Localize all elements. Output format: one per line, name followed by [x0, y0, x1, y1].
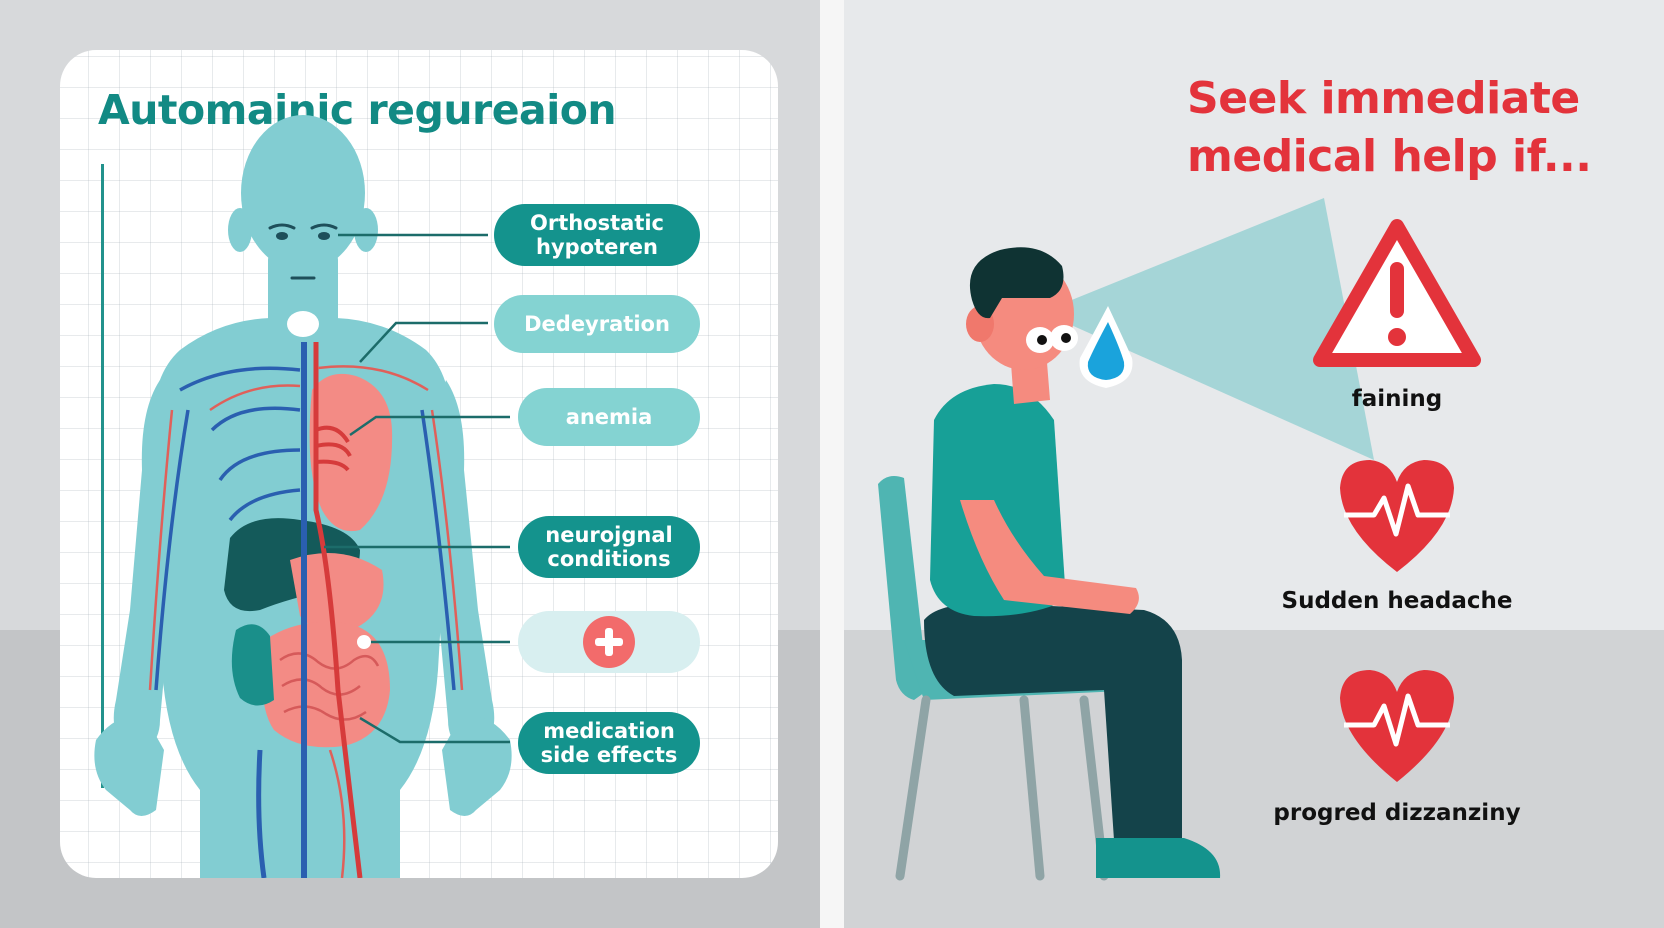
heart-pulse-icon: [1340, 670, 1454, 782]
pill-medication-side-effects: medication side effects: [518, 712, 700, 774]
alert-heading: Seek immediate medical help if...: [1187, 73, 1592, 182]
panel-divider: [820, 0, 844, 928]
card-vertical-line: [101, 164, 104, 788]
anatomy-card: Automainic regureaion: [60, 50, 778, 878]
plus-icon: [583, 616, 635, 668]
symptom-label-progressive-dizziness: progred dizzanziny: [1273, 800, 1521, 826]
heart-pulse-icon: [1340, 460, 1454, 572]
pill-dehydration: Dedeyration: [494, 295, 700, 353]
symptom-label-fainting: faining: [1351, 386, 1443, 412]
body-illustration: [94, 115, 512, 878]
seated-person-scene: [878, 198, 1481, 881]
left-panel: Automainic regureaion: [0, 0, 820, 928]
pill-orthostatic-hypotension: Orthostatic hypoteren: [494, 204, 700, 266]
symptom-label-sudden-headache: Sudden headache: [1281, 588, 1513, 614]
card-title: Automainic regureaion: [98, 86, 617, 134]
pill-anemia: anemia: [518, 388, 700, 446]
warning-triangle-icon: [1313, 219, 1481, 367]
pill-neurological-conditions: neurojgnal conditions: [518, 516, 700, 578]
right-panel: Seek immediate medical help if... fainin…: [844, 0, 1664, 928]
pill-plus: [518, 611, 700, 673]
